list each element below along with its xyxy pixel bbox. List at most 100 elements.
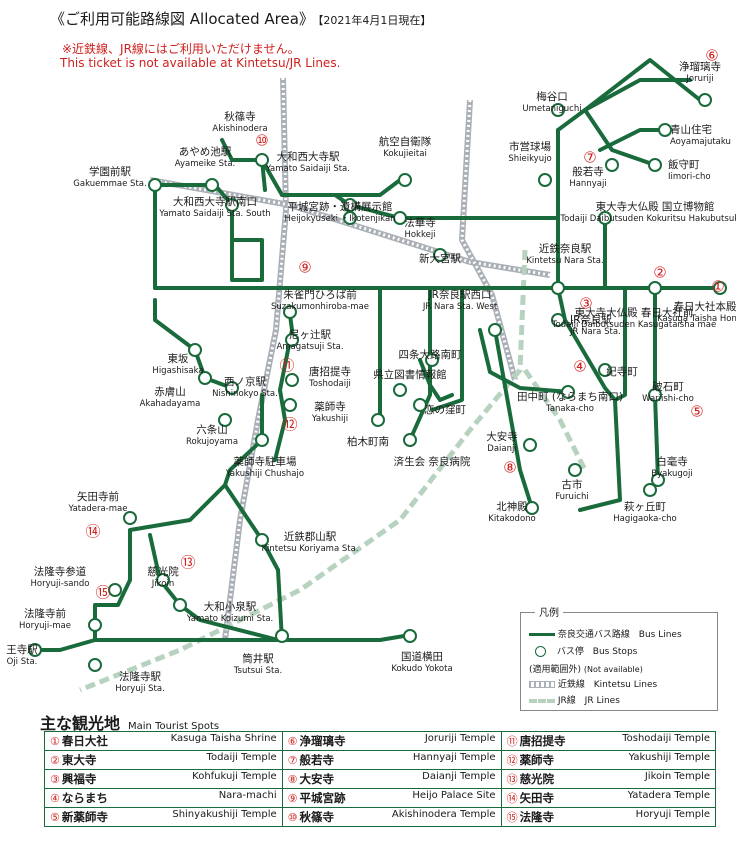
stop-label-jp-horyuji_sta: 法隆寺駅 bbox=[119, 670, 161, 683]
stop-label-en-hokkeji: Hokkeji bbox=[404, 230, 435, 240]
spot-number: ⑭ bbox=[506, 792, 518, 805]
legend-kintetsu-en: Kintetsu Lines bbox=[593, 680, 658, 690]
spot-number-14: ⑭ bbox=[85, 523, 100, 541]
stop-label-en-kasuga: Kasuga Taisha Honden bbox=[657, 314, 736, 324]
spot-name-jp: 春日大社 bbox=[61, 734, 108, 748]
stop-label-jp-saiseikai: 済生会 奈良病院 bbox=[394, 455, 471, 468]
stop-label-en-hannyaji: Hannyaji bbox=[569, 179, 606, 189]
bus-stop-koinokubo[interactable] bbox=[413, 398, 427, 412]
bus-stop-kintetsu_nara[interactable] bbox=[551, 281, 565, 295]
bus-stop-suzakumon[interactable] bbox=[283, 305, 297, 319]
bus-stop-jikoin[interactable] bbox=[156, 573, 170, 587]
spot-name-en: Jikoin Temple bbox=[644, 771, 710, 782]
spot-number: ⑧ bbox=[287, 773, 298, 786]
bus-stop-akishinodera[interactable] bbox=[255, 153, 269, 167]
bus-stop-yakushiji[interactable] bbox=[283, 398, 297, 412]
spot-name-jp: 慈光院 bbox=[519, 772, 555, 786]
stop-label-jp-todaiji_k: 東大寺大仏殿 春日大社前 bbox=[575, 306, 694, 319]
spot-number-5: ⑤ bbox=[690, 403, 703, 421]
bus-stop-horyuji_sta[interactable] bbox=[88, 658, 102, 672]
spot-name-jp: 平城宮跡 bbox=[299, 791, 346, 805]
bus-route-29 bbox=[33, 638, 284, 652]
bus-stop-saiseikai[interactable] bbox=[403, 433, 417, 447]
bus-stop-tsutsui[interactable] bbox=[275, 629, 289, 643]
bus-stop-yakushiji_p[interactable] bbox=[255, 433, 269, 447]
stop-label-jp-toshokan: 県立図書情報館 bbox=[373, 368, 447, 381]
stop-label-en-wariishi: Wariishi-cho bbox=[642, 394, 694, 404]
stop-label-en-yakushiji_p: Yakushiji Chushajo bbox=[225, 469, 304, 479]
bus-stop-nishinokyo[interactable] bbox=[225, 381, 239, 395]
stop-label-jp-jikoin: 慈光院 bbox=[147, 565, 179, 578]
stop-label-en-hagi: Hagigaoka-cho bbox=[613, 514, 676, 524]
stop-label-en-yatadera: Yatadera-mae bbox=[68, 504, 128, 514]
stop-label-jp-kitakodono: 北神殿 bbox=[496, 500, 528, 513]
bus-stop-heijo[interactable] bbox=[343, 211, 357, 225]
spot-name-en: Todaiji Temple bbox=[206, 752, 277, 763]
bus-stop-amagatsuji[interactable] bbox=[285, 333, 299, 347]
bus-stop-umetani[interactable] bbox=[551, 103, 565, 117]
bus-stop-hagi[interactable] bbox=[643, 483, 657, 497]
bus-stop-higashisaka[interactable] bbox=[188, 343, 202, 357]
bus-route-4 bbox=[230, 238, 264, 282]
bus-stop-kitsukimachi[interactable] bbox=[598, 363, 612, 377]
bus-stop-jr_nara[interactable] bbox=[551, 313, 565, 327]
stop-label-jp-jr_nara_w: JR奈良駅西口 bbox=[428, 288, 492, 301]
bus-stop-daianji[interactable] bbox=[523, 438, 537, 452]
bus-stop-todaiji_d[interactable] bbox=[598, 211, 612, 225]
bus-stop-shiei[interactable] bbox=[538, 173, 552, 187]
bus-stop-hannyaji[interactable] bbox=[605, 158, 619, 172]
bus-stop-kokujieitai[interactable] bbox=[398, 173, 412, 187]
bus-stop-horyuji_sando[interactable] bbox=[108, 583, 122, 597]
bus-stop-iimori[interactable] bbox=[648, 158, 662, 172]
spot-name-en: Hannyaji Temple bbox=[412, 752, 496, 763]
kintetsu-line-2 bbox=[458, 99, 518, 381]
bus-stop-rokujo[interactable] bbox=[218, 413, 232, 427]
bus-stop-gakuen[interactable] bbox=[148, 178, 162, 192]
stop-label-jp-akahada: 赤膚山 bbox=[154, 385, 186, 398]
spot-number: ⑪ bbox=[506, 735, 518, 748]
bus-stop-yojo[interactable] bbox=[425, 353, 439, 367]
bus-stop-jr_nara_w[interactable] bbox=[488, 323, 502, 337]
bus-stop-akahada[interactable] bbox=[198, 371, 212, 385]
kintetsu-line-ties-2 bbox=[460, 99, 517, 381]
bus-stop-yatadera[interactable] bbox=[123, 511, 137, 525]
spot-number: ⑮ bbox=[506, 811, 518, 824]
bus-stop-toshodaiji[interactable] bbox=[285, 373, 299, 387]
bus-stop-wariishi[interactable] bbox=[648, 388, 662, 402]
bus-stop-aoyama[interactable] bbox=[658, 123, 672, 137]
bus-stop-kashiwagi[interactable] bbox=[371, 413, 385, 427]
bus-stop-saidaiji_s[interactable] bbox=[225, 198, 239, 212]
bus-stop-furuichi[interactable] bbox=[568, 463, 582, 477]
stop-label-en-suzakumon: Suzakumonhiroba-mae bbox=[271, 302, 369, 312]
bus-stop-joruriji[interactable] bbox=[698, 93, 712, 107]
bus-stop-toshokan[interactable] bbox=[393, 383, 407, 397]
stop-label-jp-heijo: 平城宮跡・遺構展示館 bbox=[288, 200, 393, 213]
spot-number-2: ② bbox=[653, 264, 666, 282]
bus-stop-tanaka[interactable] bbox=[561, 385, 575, 399]
stop-label-jp-akishinodera: 秋篠寺 bbox=[224, 110, 256, 123]
bus-stop-todaiji_k[interactable] bbox=[648, 281, 662, 295]
spot-number: ② bbox=[50, 754, 60, 767]
bus-stop-koriyama[interactable] bbox=[255, 533, 269, 547]
legend-na-en: (Not available) bbox=[583, 665, 643, 674]
bus-stop-hokkeji[interactable] bbox=[393, 211, 407, 225]
stop-label-jp-yojo: 四条大路南町 bbox=[399, 348, 462, 361]
bus-stop-byakugoji[interactable] bbox=[651, 473, 665, 487]
stop-label-jp-koizumi: 大和小泉駅 bbox=[204, 600, 257, 613]
spot-name-en: Kasuga Taisha Shrine bbox=[170, 733, 277, 744]
bus-stop-kitakodono[interactable] bbox=[525, 501, 539, 515]
bus-stop-ayameike[interactable] bbox=[205, 178, 219, 192]
bus-stop-oji[interactable] bbox=[28, 643, 42, 657]
bus-stop-horyujimae[interactable] bbox=[88, 618, 102, 632]
stop-label-jp-todaiji_d: 東大寺大仏殿 国立博物館 bbox=[596, 200, 715, 213]
bus-stop-koizumi[interactable] bbox=[173, 598, 187, 612]
bus-stop-shinomiya[interactable] bbox=[433, 248, 447, 262]
bus-stop-kokudo[interactable] bbox=[403, 629, 417, 643]
bus-stop-kasuga[interactable] bbox=[713, 281, 727, 295]
spot-number: ③ bbox=[50, 773, 60, 786]
